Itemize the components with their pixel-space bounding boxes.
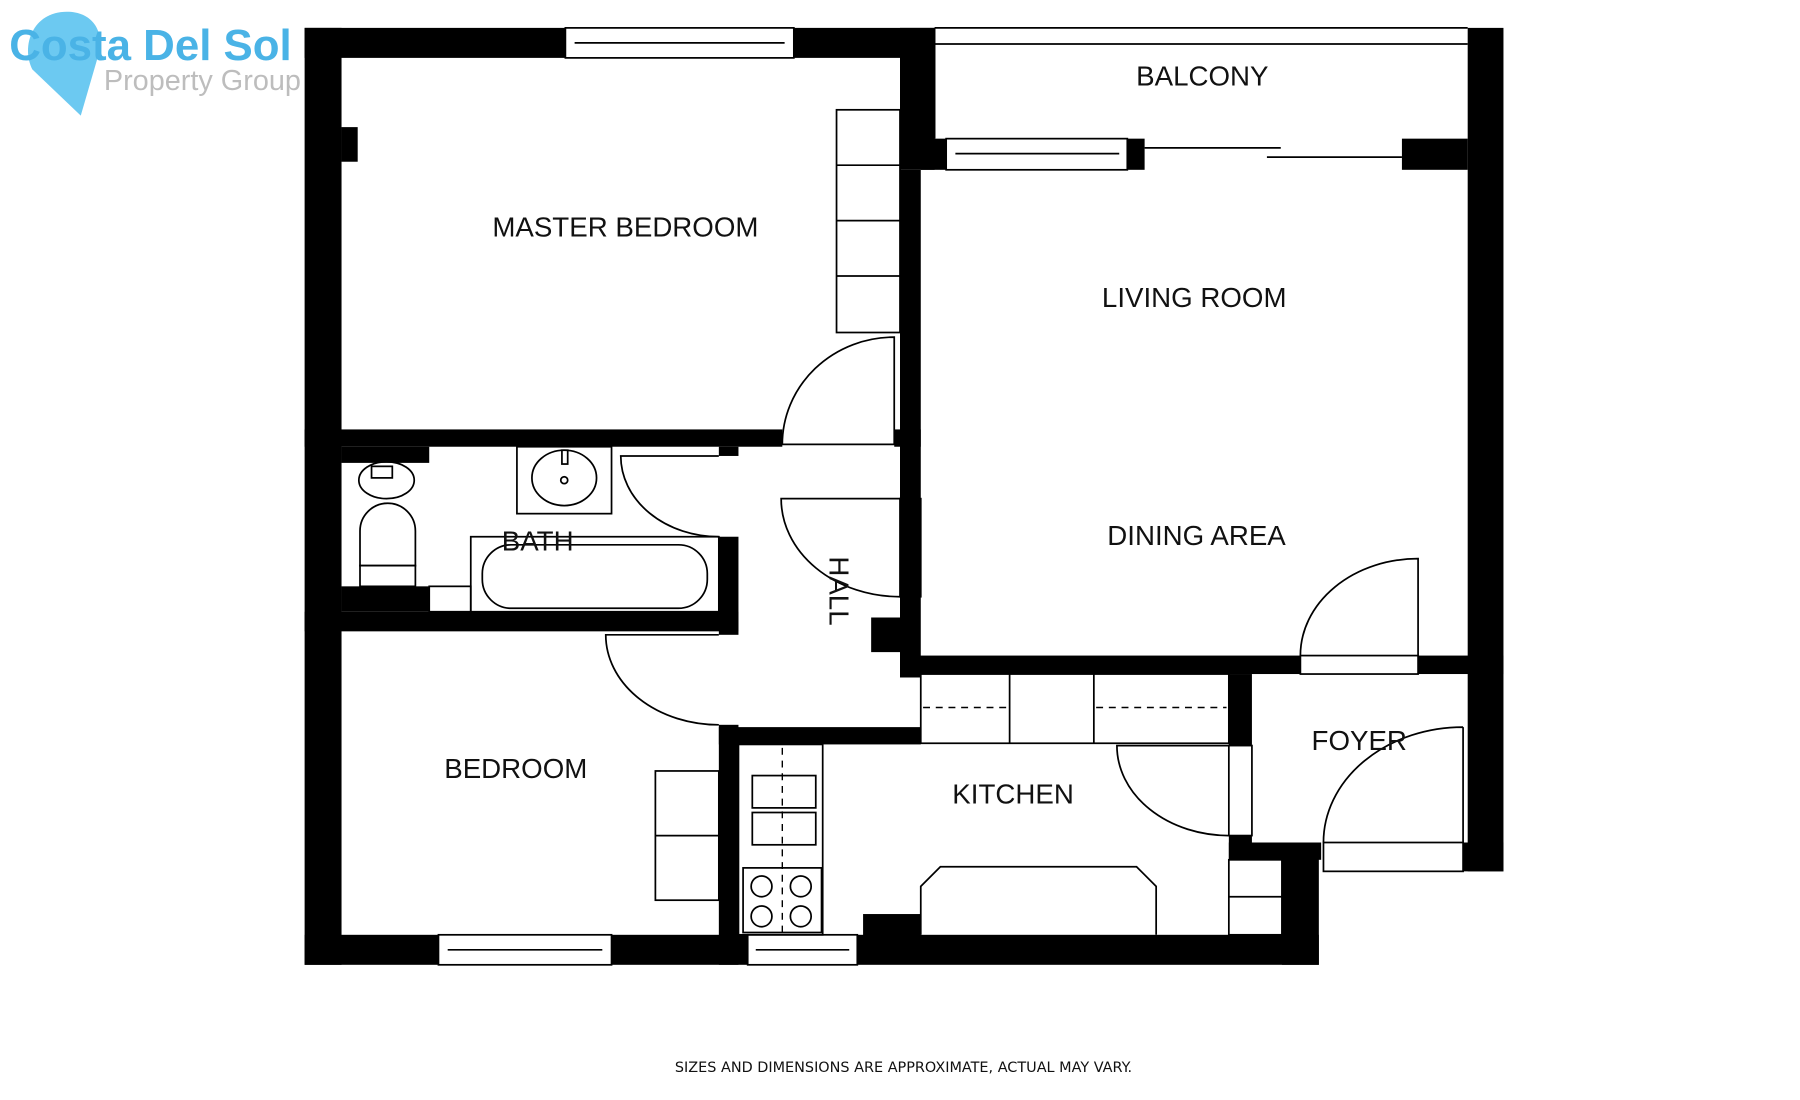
logo-subtitle: Property Group	[104, 65, 301, 97]
room-label-balcony: BALCONY	[1136, 61, 1268, 92]
room-label-master-bedroom: MASTER BEDROOM	[492, 212, 758, 243]
logo: Costa Del Sol Property Group	[9, 11, 301, 116]
room-label-bath: BATH	[502, 526, 574, 557]
room-label-hall: HALL	[824, 556, 855, 625]
walls	[304, 27, 1504, 965]
fixtures	[357, 27, 1468, 966]
room-label-dining-area: DINING AREA	[1107, 520, 1286, 551]
room-label-foyer: FOYER	[1312, 725, 1407, 756]
logo-title: Costa Del Sol	[9, 21, 292, 70]
room-label-living-room: LIVING ROOM	[1102, 282, 1287, 313]
room-label-bedroom: BEDROOM	[444, 753, 587, 784]
room-label-kitchen: KITCHEN	[952, 778, 1074, 809]
disclaimer: SIZES AND DIMENSIONS ARE APPROXIMATE, AC…	[675, 1060, 1132, 1076]
map-pin-icon	[27, 11, 101, 116]
